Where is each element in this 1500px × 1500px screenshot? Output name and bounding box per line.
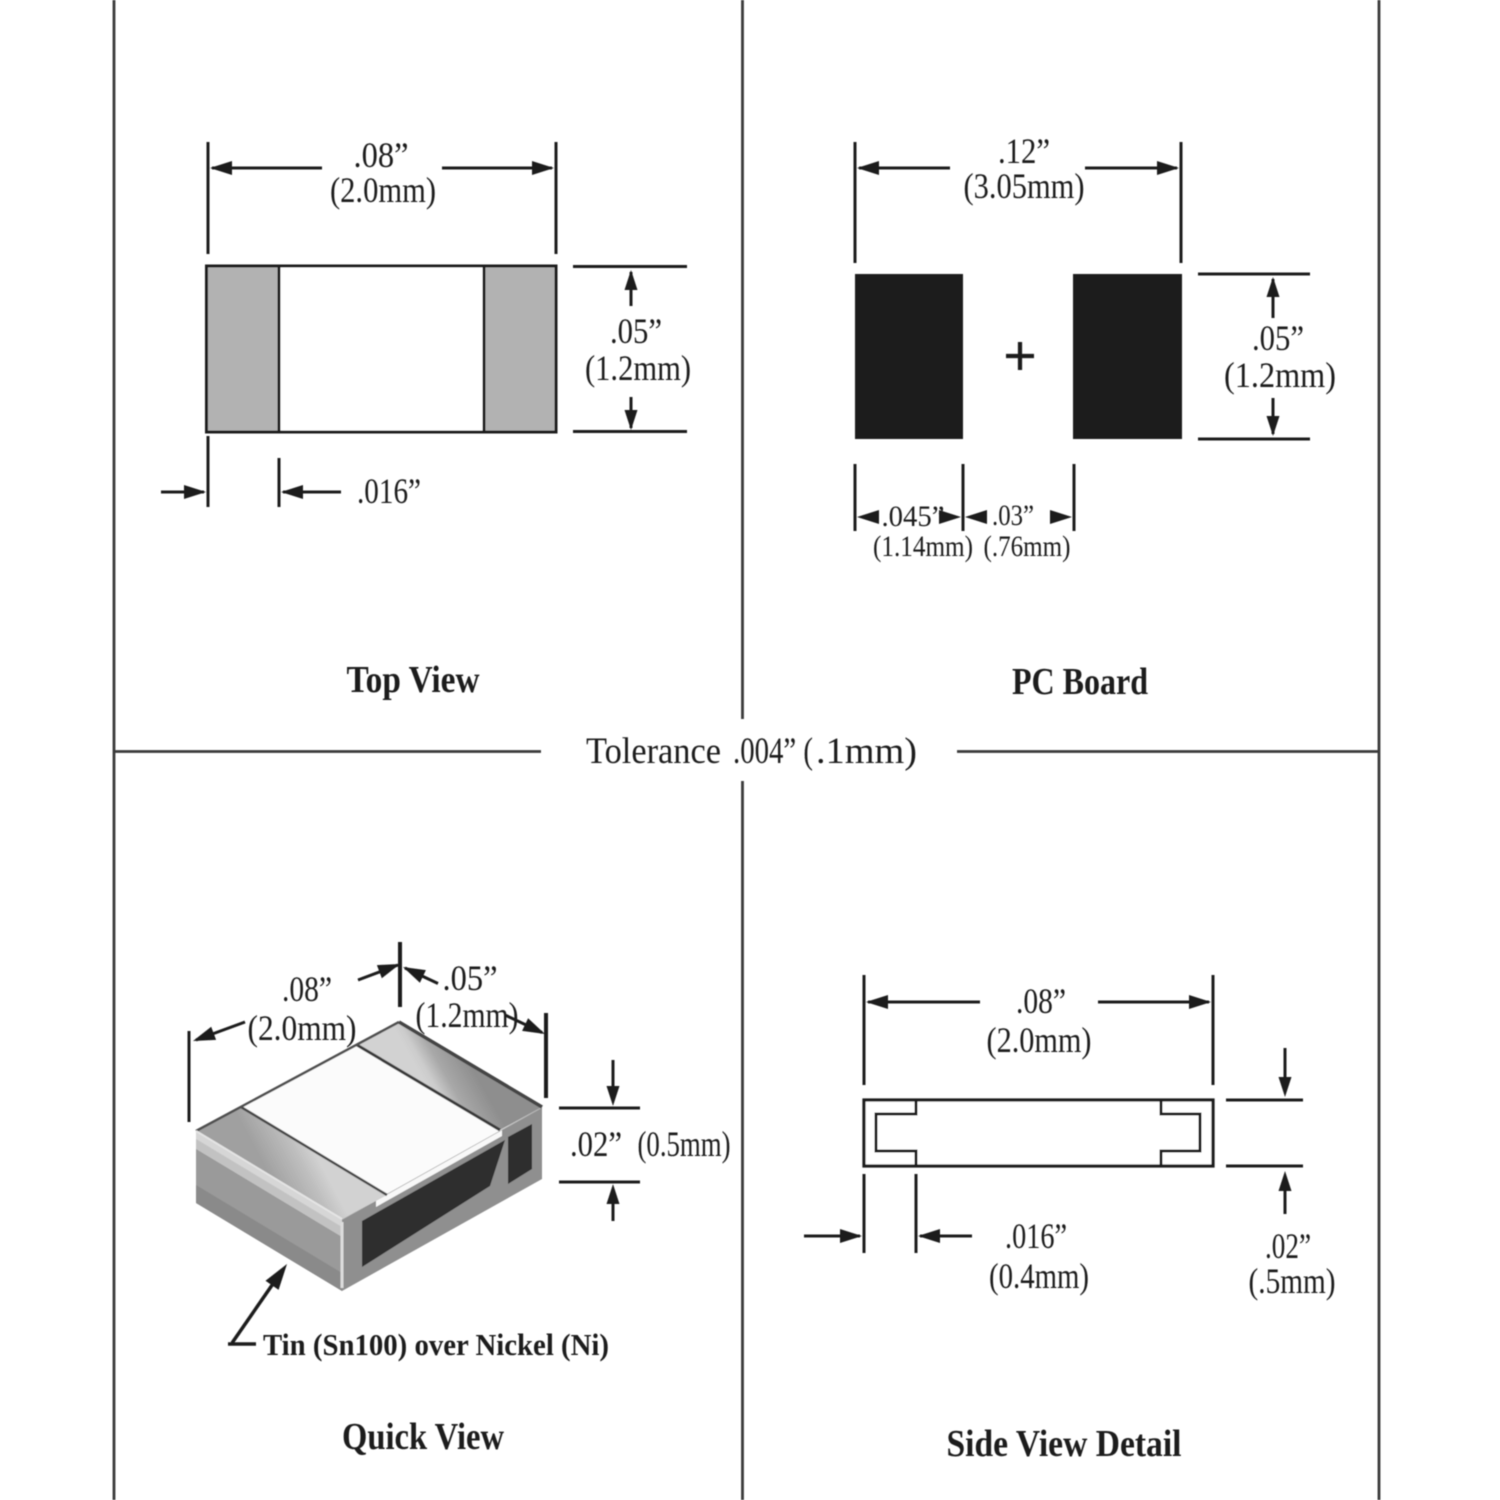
svg-text:(1.2mm): (1.2mm) <box>1224 355 1336 395</box>
svg-text:(0.4mm): (0.4mm) <box>989 1256 1089 1296</box>
svg-text:(1.2mm): (1.2mm) <box>416 995 519 1035</box>
svg-text:.08”: .08” <box>282 969 332 1009</box>
svg-text:.004” (: .004” ( <box>733 731 813 772</box>
svg-text:.12”: .12” <box>998 131 1050 171</box>
svg-text:.08”: .08” <box>354 135 409 175</box>
svg-text:.02”: .02” <box>1265 1226 1311 1266</box>
svg-text:.03”: .03” <box>992 499 1034 532</box>
svg-text:Top View: Top View <box>347 659 480 701</box>
svg-text:.02”: .02” <box>570 1124 622 1164</box>
svg-text:.045”: .045” <box>882 500 945 533</box>
svg-text:(3.05mm): (3.05mm) <box>964 166 1085 206</box>
svg-text:(0.5mm): (0.5mm) <box>638 1124 731 1164</box>
svg-text:PC Board: PC Board <box>1012 661 1148 703</box>
svg-text:(2.0mm): (2.0mm) <box>987 1020 1092 1060</box>
svg-text:(1.14mm): (1.14mm) <box>873 530 973 563</box>
svg-text:(2.0mm): (2.0mm) <box>248 1008 357 1048</box>
svg-text:.05”: .05” <box>443 958 498 998</box>
svg-text:Tin (Sn100) over Nickel (Ni): Tin (Sn100) over Nickel (Ni) <box>263 1327 609 1362</box>
svg-text:(.76mm): (.76mm) <box>984 530 1071 563</box>
svg-text:.016”: .016” <box>357 471 421 511</box>
svg-text:Side View Detail: Side View Detail <box>947 1423 1182 1465</box>
svg-text:(2.0mm): (2.0mm) <box>330 170 436 210</box>
svg-text:(1.2mm): (1.2mm) <box>585 348 691 388</box>
svg-text:Quick View: Quick View <box>342 1416 504 1458</box>
svg-text:Tolerance: Tolerance <box>586 731 721 772</box>
svg-text:.05”: .05” <box>1252 318 1304 358</box>
svg-text:.016”: .016” <box>1005 1216 1067 1256</box>
svg-text:.1mm): .1mm) <box>816 731 917 772</box>
svg-text:.05”: .05” <box>610 311 662 351</box>
svg-text:.08”: .08” <box>1016 981 1066 1021</box>
svg-text:(.5mm): (.5mm) <box>1249 1261 1336 1301</box>
